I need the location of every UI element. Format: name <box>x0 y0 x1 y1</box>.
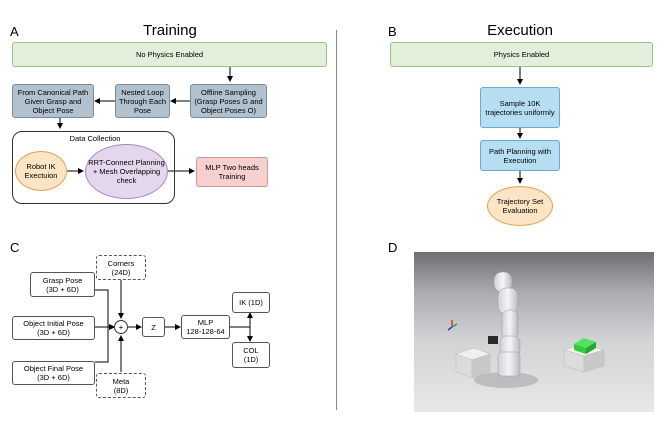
nested-loop-label: Nested Loop Through Each Pose <box>118 87 167 115</box>
meta-label: Meta <box>112 376 130 386</box>
robot-ik-label: Robot IK Exectuion <box>24 162 58 180</box>
col-label: COL <box>243 346 259 355</box>
col-dim: (1D) <box>243 355 259 364</box>
robot-arm <box>488 271 521 377</box>
panel-a-title: Training <box>143 22 197 39</box>
z-box: Z <box>142 317 165 337</box>
green-object <box>574 338 596 354</box>
object-initial-pose-box: Object Initial Pose (3D + 6D) <box>12 316 95 340</box>
object-final-pose-box: Object Final Pose (3D + 6D) <box>12 361 95 385</box>
path-planning-label: Path Planning with Execution <box>488 146 552 165</box>
trajectory-eval-ellipse: Trajectory Set Evaluation <box>487 186 553 226</box>
physics-enabled-label: Physics Enabled <box>493 50 550 59</box>
canonical-path-box: From Canonical Path Given Grasp and Obje… <box>12 84 94 118</box>
object-final-pose-label: Object Final Pose <box>23 364 84 373</box>
panel-d-letter: D <box>388 240 398 255</box>
object-initial-pose-label: Object Initial Pose <box>23 319 84 328</box>
rrt-ellipse: RRT-Connect Planning + Mesh Overlapping … <box>85 144 168 199</box>
rrt-label: RRT-Connect Planning + Mesh Overlapping … <box>88 158 165 185</box>
data-collection-frame <box>12 131 175 204</box>
grasp-pose-box: Grasp Pose (3D + 6D) <box>30 272 95 297</box>
panel-a-letter: A <box>10 24 19 39</box>
panel-c-letter: C <box>10 240 20 255</box>
offline-sampling-label: Offline Sampling (Grasp Poses G and Obje… <box>194 87 263 115</box>
panel-b-title: Execution <box>487 22 553 39</box>
meta-dim: (8D) <box>113 385 129 395</box>
sample-trajectories-box: Sample 10K trajectories uniformly <box>480 87 560 128</box>
sum-symbol: + <box>118 322 124 332</box>
corners-box: Corners (24D) <box>96 255 146 280</box>
simulation-scene <box>447 271 605 388</box>
mlp-box: MLP 128-128-64 <box>181 315 230 339</box>
grasp-pose-dim: (3D + 6D) <box>46 284 79 294</box>
z-label: Z <box>151 322 156 332</box>
mlp-dims: 128-128-64 <box>186 327 225 336</box>
path-planning-box: Path Planning with Execution <box>480 140 560 171</box>
data-collection-label: Data Collection <box>69 134 121 143</box>
physics-enabled-box: Physics Enabled <box>390 42 653 67</box>
ik-box: IK (1D) <box>232 292 270 313</box>
panel-divider <box>336 30 337 410</box>
mlp-two-heads-label: MLP Two heads Training <box>205 163 259 181</box>
no-physics-box: No Physics Enabled <box>12 42 327 67</box>
ik-label: IK (1D) <box>239 298 263 307</box>
axis-triad-icon <box>447 320 458 331</box>
panel-b-letter: B <box>388 24 397 39</box>
sample-trajectories-label: Sample 10K trajectories uniformly <box>485 98 555 117</box>
sum-node: + <box>114 320 128 334</box>
col-box: COL (1D) <box>232 342 270 368</box>
grasp-pose-label: Grasp Pose <box>42 275 83 285</box>
mlp-two-heads-box: MLP Two heads Training <box>196 157 268 187</box>
trajectory-eval-label: Trajectory Set Evaluation <box>496 197 544 215</box>
robot-ik-ellipse: Robot IK Exectuion <box>15 151 67 191</box>
canonical-path-label: From Canonical Path Given Grasp and Obje… <box>17 87 89 115</box>
simulation-render <box>414 252 654 412</box>
meta-box: Meta (8D) <box>96 373 146 398</box>
object-initial-pose-dim: (3D + 6D) <box>37 328 70 337</box>
offline-sampling-box: Offline Sampling (Grasp Poses G and Obje… <box>190 84 267 118</box>
left-pedestal <box>455 347 491 379</box>
corners-label: Corners <box>107 258 135 268</box>
object-final-pose-dim: (3D + 6D) <box>37 373 70 382</box>
mlp-label: MLP <box>197 318 214 327</box>
nested-loop-box: Nested Loop Through Each Pose <box>115 84 170 118</box>
no-physics-label: No Physics Enabled <box>135 50 204 59</box>
robot-shadow <box>474 372 538 388</box>
corners-dim: (24D) <box>111 267 131 277</box>
